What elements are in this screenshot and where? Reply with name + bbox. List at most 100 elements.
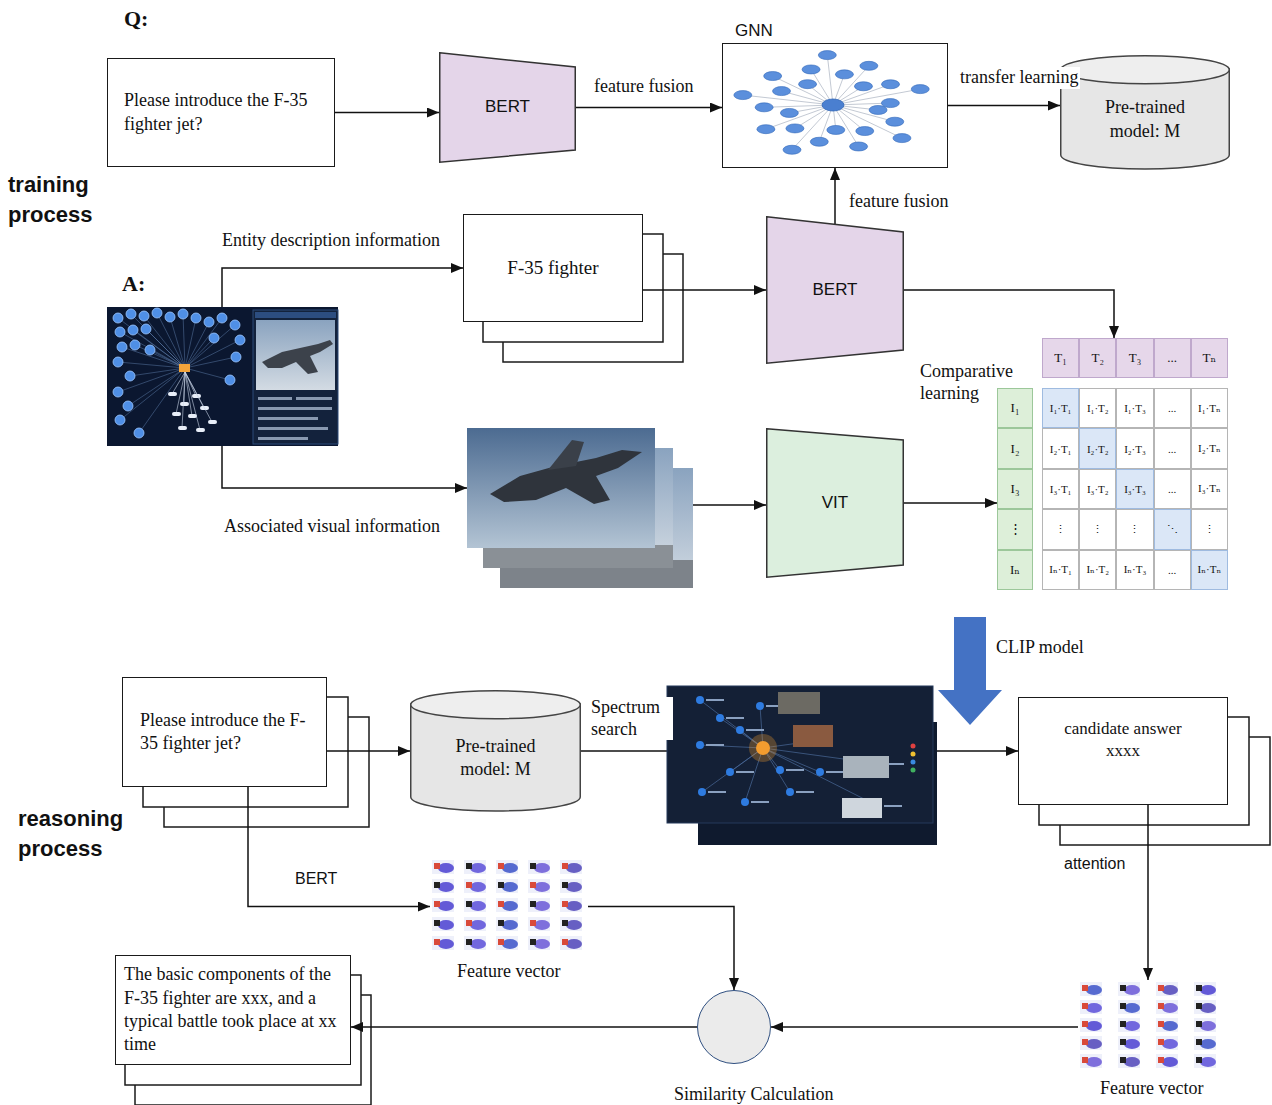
edge-label: feature fusion — [592, 76, 695, 98]
matrix-header-cell: T₃ — [1116, 338, 1153, 378]
node-body: BERT — [812, 279, 857, 301]
feature-tile-blob — [566, 882, 582, 892]
graph-node — [113, 313, 123, 323]
feature-tile-accent — [562, 863, 568, 869]
node-body: Pre-trained model: M — [1089, 96, 1201, 143]
matrix-cell: I₂·T₂ — [1079, 428, 1116, 468]
feature-tile-accent — [530, 939, 536, 945]
feature-tile-accent — [562, 882, 568, 888]
feature-tile-accent — [498, 882, 504, 888]
matrix-cell: ⋮ — [1079, 509, 1116, 549]
graph-edge — [185, 322, 209, 368]
feature-tile-accent — [562, 920, 568, 926]
matrix-cell: ⋮ — [1042, 509, 1079, 549]
matrix-cell: I₁·Tₙ — [1191, 388, 1228, 428]
feature-tile-blob — [1162, 985, 1178, 995]
node-body: Please introduce the F-35 fighter jet? — [124, 89, 318, 136]
answer-output-box: The basic components of the F-35 fighter… — [115, 955, 351, 1065]
entity-description-box: F-35 fighter — [463, 214, 643, 322]
feature-tile-blob — [1162, 1057, 1178, 1067]
feature-tile-accent — [530, 882, 536, 888]
feature-tile-blob — [502, 920, 518, 930]
spectrum-photo — [843, 756, 889, 778]
graph-node — [734, 91, 752, 100]
feature-tile-blob — [534, 939, 550, 949]
node-body: VIT — [822, 492, 848, 514]
matrix-row-cell: I₂ — [997, 428, 1033, 468]
feature-tile — [1156, 1000, 1178, 1014]
graph-text-bar — [826, 771, 844, 773]
graph-icon — [192, 394, 201, 398]
node-body: Pre-trained model: M — [440, 735, 552, 782]
feature-tile-blob — [1200, 1021, 1216, 1031]
info-panel-text-bar — [296, 397, 332, 400]
graph-edge — [172, 372, 185, 394]
feature-tile-accent — [562, 939, 568, 945]
connector-arrow — [904, 502, 997, 504]
feature-tile — [1194, 1054, 1216, 1068]
graph-node — [696, 741, 704, 749]
graph-node — [850, 142, 868, 151]
graph-edge — [185, 338, 214, 368]
feature-tile-accent — [498, 939, 504, 945]
graph-node — [773, 87, 791, 96]
graph-node — [204, 317, 214, 327]
matrix-cell: Iₙ·T₁ — [1042, 550, 1079, 590]
info-panel-text-bar — [258, 407, 332, 410]
jet-wing — [548, 440, 584, 470]
feature-tile-blob — [1086, 985, 1102, 995]
gnn-graph-illustration — [734, 51, 929, 155]
node-body: F-35 fighter — [507, 256, 598, 281]
graph-node — [125, 371, 135, 381]
connector-arrow — [643, 289, 766, 291]
node-label: BERT — [485, 96, 530, 118]
visual-wire — [222, 446, 467, 488]
feature-tile-accent — [1158, 1057, 1164, 1063]
feature-tile-accent — [1120, 985, 1126, 991]
feature-tile-blob — [566, 920, 582, 930]
feature-tile-accent — [1158, 1021, 1164, 1027]
graph-node — [802, 65, 820, 74]
knowledge-graph-screenshot — [113, 308, 245, 438]
connector-arrow — [834, 168, 836, 224]
connector-arrow — [248, 787, 430, 907]
graph-node — [799, 80, 817, 89]
feature-tile — [528, 879, 550, 893]
info-panel-text-bar — [258, 437, 308, 440]
graph-edge — [133, 330, 185, 368]
feature-tile — [464, 898, 486, 912]
trapezoid-shape — [767, 429, 904, 578]
feature-tile — [560, 917, 582, 931]
feature-tile-blob — [470, 939, 486, 949]
feature-tile — [432, 860, 454, 874]
matrix-cell: I₃·T₂ — [1079, 469, 1116, 509]
wire-label: Associated visual information — [222, 516, 442, 537]
feature-tile-accent — [1196, 1039, 1202, 1045]
graph-icon — [196, 428, 205, 432]
bert-encoder: BERT — [439, 52, 576, 163]
graph-text-bar — [726, 717, 744, 719]
feature-vector-grid: Feature vector — [1078, 980, 1222, 1072]
graph-edge — [118, 368, 185, 392]
feature-tile-accent — [1120, 1057, 1126, 1063]
feature-tile-blob — [1162, 1039, 1178, 1049]
matrix-cell: I₂·T₁ — [1042, 428, 1079, 468]
graph-node — [235, 335, 245, 345]
graph-node — [141, 324, 151, 334]
question-box: Please introduce the F-35 fighter jet? — [107, 58, 335, 167]
graph-node — [786, 788, 794, 796]
feature-tile-accent — [1082, 985, 1088, 991]
node-label: BERT — [812, 279, 857, 301]
feature-tile-blob — [1200, 1057, 1216, 1067]
graph-edge — [157, 313, 185, 368]
matrix-header-cell: T₁ — [1042, 338, 1079, 378]
node-label: VIT — [822, 492, 848, 514]
graph-node — [231, 352, 241, 362]
feature-tile-blob — [1124, 1021, 1140, 1031]
legend-dot — [911, 768, 916, 773]
connector-arrow — [327, 750, 410, 752]
graph-node — [776, 766, 784, 774]
graph-edge — [185, 372, 200, 430]
matrix-cell: Iₙ·T₃ — [1116, 550, 1153, 590]
graph-node — [911, 85, 929, 94]
